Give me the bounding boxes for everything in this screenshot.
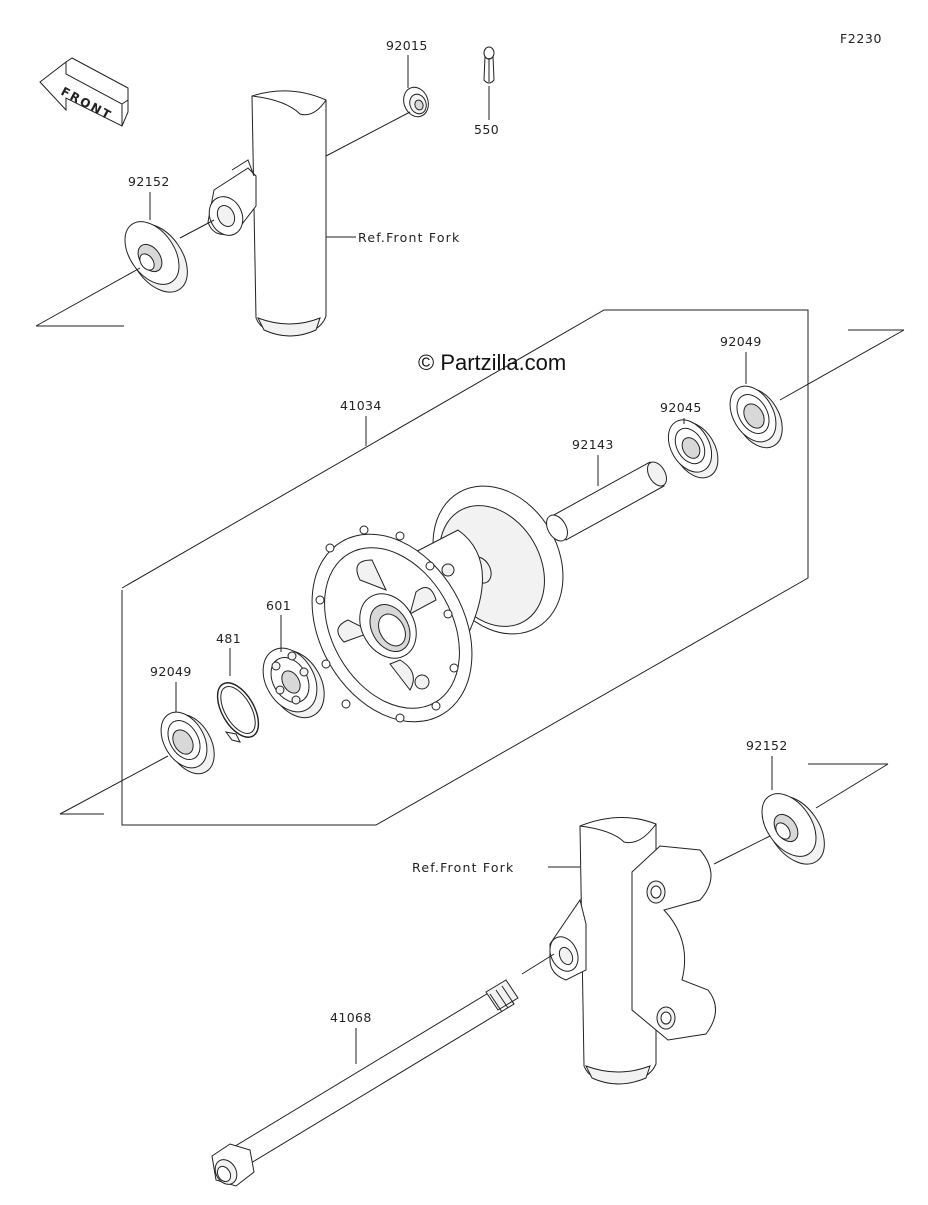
part-92049-oil-seal-left <box>160 711 215 775</box>
label-481: 481 <box>216 631 241 646</box>
label-601: 601 <box>266 598 291 613</box>
part-92152-collar-top <box>124 221 188 293</box>
hub-assembly-bracket <box>121 309 809 826</box>
part-92015-nut <box>403 86 429 118</box>
label-92049-right: 92049 <box>720 334 762 349</box>
label-92049-left: 92049 <box>150 664 192 679</box>
label-92152-top: 92152 <box>128 174 170 189</box>
diagram-code: F2230 <box>840 31 882 46</box>
part-41034-wheel-hub <box>311 485 564 723</box>
part-92045-bearing <box>667 419 719 479</box>
part-41068-front-axle <box>211 979 519 1187</box>
label-41034: 41034 <box>340 398 382 413</box>
front-direction-arrow: FRONT <box>39 57 129 127</box>
label-550: 550 <box>474 122 499 137</box>
label-41068: 41068 <box>330 1010 372 1025</box>
ref-front-fork-lower-label: Ref.Front Fork <box>412 860 514 875</box>
part-92143-spacer-tube <box>546 461 667 542</box>
partzilla-watermark: © Partzilla.com <box>418 350 566 375</box>
part-601-bearing <box>262 647 325 719</box>
upper-front-fork <box>207 90 327 337</box>
ref-front-fork-upper-label: Ref.Front Fork <box>358 230 460 245</box>
label-92152-bottom: 92152 <box>746 738 788 753</box>
part-481-circlip <box>216 682 260 743</box>
part-92049-oil-seal-right <box>729 385 783 449</box>
label-92143: 92143 <box>572 437 614 452</box>
label-92015: 92015 <box>386 38 428 53</box>
part-92152-collar-bottom <box>761 793 825 865</box>
label-92045: 92045 <box>660 400 702 415</box>
part-550-cotter-pin <box>483 46 495 84</box>
lower-front-fork <box>549 816 716 1085</box>
